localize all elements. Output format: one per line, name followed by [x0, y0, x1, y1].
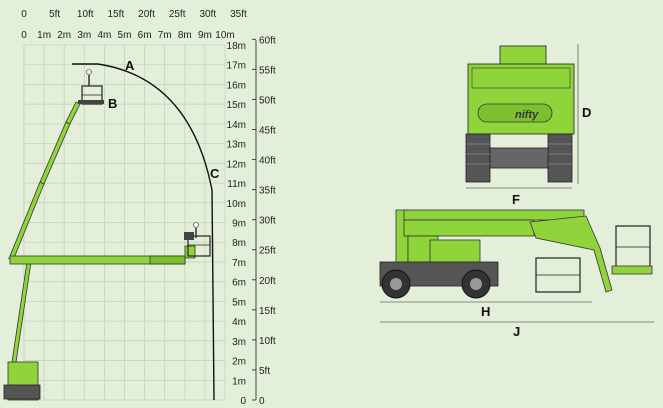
m-tick-label: 8m	[178, 30, 192, 41]
m-tick-label: 1m	[232, 376, 246, 387]
ft-tick-label: 30ft	[259, 216, 276, 227]
ft-tick-label: 25ft	[259, 246, 276, 257]
working-envelope-curve	[72, 63, 215, 401]
ft-tick-label: 15ft	[259, 306, 276, 317]
m-axis-right: 18m 17m 16m 15m 14m 13m 12m 11m 10m 9m 8m 7m 6m 5m 4m 3…	[227, 41, 247, 407]
ft-tick-label: 55ft	[259, 65, 276, 76]
point-label-a: A	[125, 58, 135, 73]
m-tick-label: 7m	[158, 30, 172, 41]
ft-tick-label: 10ft	[77, 9, 94, 20]
ft-tick-label: 5ft	[49, 9, 60, 20]
m-tick-label: 18m	[227, 41, 246, 52]
m-tick-label: 0	[21, 30, 27, 41]
m-tick-label: 4m	[232, 317, 246, 328]
point-label-c: C	[210, 166, 220, 181]
ft-tick-label: 40ft	[259, 156, 276, 167]
ft-tick-label: 0	[21, 9, 27, 20]
lift-max-outreach	[9, 222, 211, 265]
m-tick-label: 6m	[232, 278, 246, 289]
ft-tick-label: 20ft	[259, 276, 276, 287]
point-label-b: B	[108, 96, 117, 111]
front-view	[465, 44, 579, 189]
ft-tick-label: 20ft	[138, 9, 155, 20]
m-tick-label: 9m	[198, 30, 212, 41]
ft-tick-label: 25ft	[169, 9, 186, 20]
ft-tick-label: 50ft	[259, 95, 276, 106]
side-view	[379, 209, 654, 323]
m-tick-label: 5m	[232, 297, 246, 308]
ft-tick-label: 45ft	[259, 125, 276, 136]
ft-tick-label: 15ft	[108, 9, 125, 20]
m-tick-label: 17m	[227, 61, 246, 72]
ft-axis-top: 0 5ft 10ft 15ft 20ft 25ft 30ft 35ft	[21, 9, 247, 20]
ft-tick-label: 30ft	[199, 9, 216, 20]
m-tick-label: 3m	[232, 337, 246, 348]
m-tick-label: 2m	[57, 30, 71, 41]
m-tick-label: 11m	[227, 179, 246, 190]
dim-label-h: H	[481, 304, 490, 319]
m-tick-label: 10m	[215, 30, 234, 41]
brand-logo: nifty	[515, 109, 539, 121]
m-tick-label: 3m	[77, 30, 91, 41]
ft-tick-label: 60ft	[259, 35, 276, 46]
ft-tick-label: 35ft	[230, 9, 247, 20]
m-tick-label: 7m	[232, 258, 246, 269]
m-tick-label: 4m	[97, 30, 111, 41]
m-tick-label: 1m	[37, 30, 51, 41]
m-tick-label: 6m	[138, 30, 152, 41]
ft-axis-right: 60ft 55ft 50ft 45ft 40ft 35ft 30ft 25ft 20ft 15ft…	[252, 35, 276, 407]
m-tick-label: 9m	[232, 219, 246, 230]
m-tick-label: 5m	[118, 30, 132, 41]
ft-tick-label: 10ft	[259, 336, 276, 347]
lift-max-height	[3, 69, 104, 401]
m-tick-label: 13m	[227, 140, 246, 151]
m-tick-label: 12m	[227, 159, 246, 170]
ft-tick-label: 35ft	[259, 186, 276, 197]
dim-label-j: J	[513, 324, 520, 339]
m-tick-label: 10m	[227, 199, 246, 210]
m-tick-label: 14m	[227, 120, 246, 131]
m-tick-label: 15m	[227, 100, 246, 111]
dim-label-d: D	[582, 105, 591, 120]
ft-tick-label: 0	[259, 396, 265, 407]
m-tick-label: 8m	[232, 238, 246, 249]
ft-tick-label: 5ft	[259, 366, 270, 377]
m-tick-label: 2m	[232, 357, 246, 368]
m-tick-label: 16m	[227, 80, 246, 91]
m-tick-label: 0	[240, 396, 246, 407]
dim-label-f: F	[512, 192, 520, 207]
